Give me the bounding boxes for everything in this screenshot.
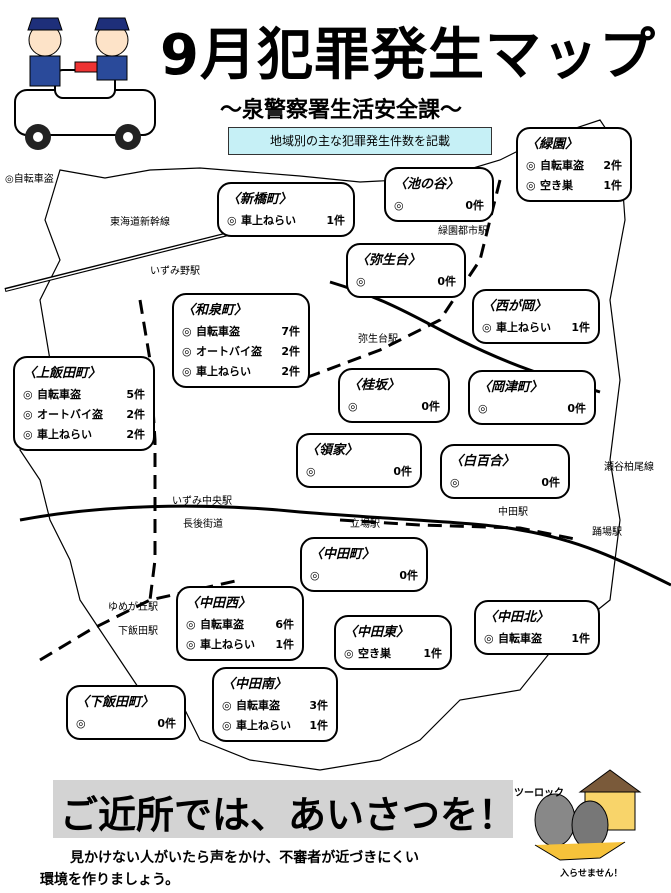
label-izumino: いずみ野駅 — [150, 266, 200, 277]
label-tokaido: 東海道新幹線 — [110, 217, 170, 228]
area-nakadacho: 〈中田町〉 ◎0件 — [300, 537, 428, 592]
label-yumegaoka: ゆめが丘駅 — [108, 602, 158, 613]
label-segaya: 瀬谷柏尾線 — [604, 462, 654, 473]
page-subtitle: ～泉警察署生活安全課～ — [220, 98, 463, 123]
area-okazucho: 〈岡津町〉 ◎0件 — [468, 370, 596, 425]
label-tateba: 立場駅 — [350, 519, 380, 530]
subway-line-3 — [39, 578, 241, 662]
slogan: ご近所では、あいさつを！ — [60, 793, 517, 837]
area-shirayuri: 〈白百合〉 ◎0件 — [440, 444, 570, 499]
keepout-label: 入らせません！ — [560, 869, 623, 879]
label-odoriba: 踊場駅 — [592, 527, 622, 538]
label-nakada: 中田駅 — [498, 507, 528, 518]
label-ryokuen-toshi: 緑園都市駅 — [438, 226, 488, 237]
message-line-2: 環境を作りましょう。 — [40, 872, 180, 888]
label-izumi-chuo: いずみ中央駅 — [172, 496, 232, 507]
subway-line-1 — [299, 179, 502, 382]
subway-line-2 — [138, 299, 157, 601]
page-title: 9月犯罪発生マップ — [160, 23, 656, 88]
izumino-line — [19, 504, 671, 587]
area-katsurazaka: 〈桂坂〉 ◎0件 — [338, 368, 450, 423]
area-name: 〈新橋町〉 — [227, 192, 293, 207]
subway-line-4 — [339, 518, 581, 542]
label-yayoidai: 弥生台駅 — [358, 334, 398, 345]
label-shimoiida: 下飯田駅 — [118, 626, 158, 637]
corner-label: ◎自転車盗 — [5, 174, 54, 185]
area-ikenoya: 〈池の谷〉 ◎0件 — [384, 167, 494, 222]
note-box: 地域別の主な犯罪発生件数を記載 — [228, 127, 492, 155]
slogan-background — [53, 780, 513, 838]
label-nagago: 長後街道 — [183, 519, 223, 530]
message-line-1: 見かけない人がいたら声をかけ、不審者が近づきにくい — [70, 850, 420, 866]
area-yayoidai: 〈弥生台〉 ◎0件 — [346, 243, 466, 298]
two-lock-illustration — [534, 769, 642, 861]
twolock-label: ツーロック — [514, 788, 564, 799]
area-ryoke: 〈領家〉 ◎0件 — [296, 433, 422, 488]
police-illustration — [14, 17, 156, 150]
area-shimoiida: 〈下飯田町〉 ◎0件 — [66, 685, 186, 740]
